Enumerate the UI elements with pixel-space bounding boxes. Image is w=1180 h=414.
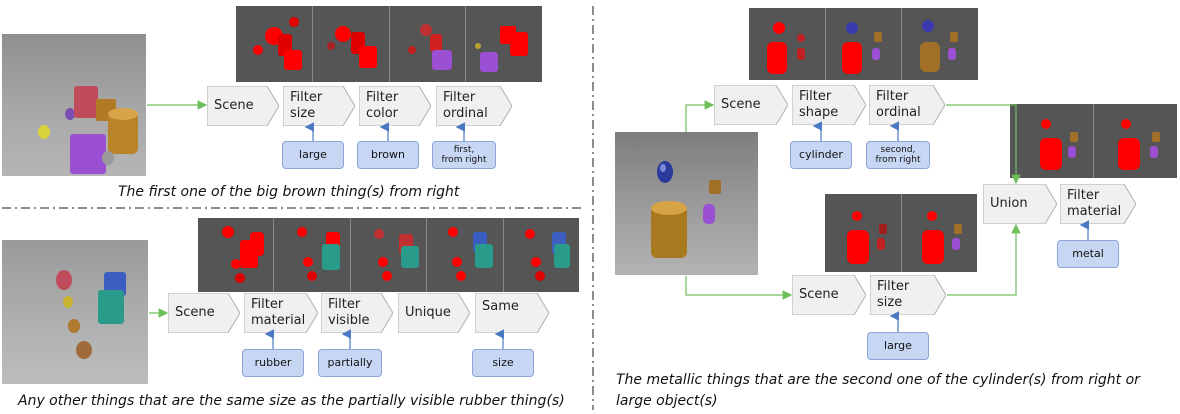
- attention-panel: [1094, 104, 1177, 178]
- top-branch-to-union-arrow: [946, 104, 1021, 185]
- module-label: Filter visible: [328, 297, 370, 328]
- attention-panel: [198, 218, 275, 292]
- module-filter-ordinal: Filter ordinal: [869, 85, 945, 125]
- scene-image-3: [615, 132, 758, 275]
- module-label: Scene: [175, 305, 215, 320]
- module-label: Filter size: [290, 90, 323, 121]
- arg-large: large: [867, 332, 929, 360]
- scene-objects-3: [651, 161, 721, 258]
- arg-cylinder: cylinder: [790, 141, 852, 169]
- module-filter-material: Filter material: [1060, 184, 1136, 224]
- attention-strip-2: [198, 218, 579, 292]
- module-label: Scene: [721, 97, 761, 112]
- module-scene: Scene: [714, 85, 788, 125]
- module-filter-size: Filter size: [283, 86, 355, 126]
- scene-to-top-branch-arrow: [685, 100, 715, 132]
- module-scene: Scene: [792, 275, 866, 315]
- module-unique: Unique: [398, 293, 470, 333]
- attention-strip-3c: [825, 194, 977, 272]
- arg-second-from-right: second, from right: [866, 141, 930, 169]
- scene-objects-1: [38, 86, 138, 174]
- module-label: Filter ordinal: [443, 90, 488, 121]
- arg-partially: partially: [318, 349, 382, 377]
- module-label: Unique: [405, 305, 451, 320]
- scene-image-1: [2, 34, 146, 176]
- module-label: Filter material: [251, 297, 306, 328]
- arg-rubber: rubber: [242, 349, 304, 377]
- module-filter-shape: Filter shape: [792, 85, 866, 125]
- attention-panel: [274, 218, 351, 292]
- module-union: Union: [983, 184, 1057, 224]
- scene-objects-2: [56, 270, 126, 359]
- attention-panel: [351, 218, 428, 292]
- scene-to-bottom-branch-arrow: [685, 276, 793, 300]
- module-same: Same: [475, 293, 549, 333]
- module-filter-color: Filter color: [359, 86, 431, 126]
- caption-1: The first one of the big brown thing(s) …: [118, 184, 460, 200]
- attention-panel: [902, 194, 978, 272]
- caption-2: Any other things that are the same size …: [18, 393, 565, 409]
- caption-3-line1: The metallic things that are the second …: [616, 372, 1140, 388]
- attention-panel: [902, 8, 978, 80]
- attention-strip-3b: [1010, 104, 1177, 178]
- arg-large: large: [282, 141, 344, 169]
- attention-panel: [749, 8, 826, 80]
- module-label: Filter ordinal: [876, 89, 921, 120]
- module-label: Filter material: [1067, 188, 1122, 219]
- attention-panel: [390, 6, 467, 82]
- module-label: Union: [990, 196, 1028, 211]
- caption-3-line2: large object(s): [616, 393, 718, 409]
- attention-panel: [236, 6, 313, 82]
- arg-metal: metal: [1057, 240, 1119, 268]
- module-label: Filter size: [877, 279, 910, 310]
- attention-panel: [427, 218, 504, 292]
- module-scene: Scene: [207, 86, 279, 126]
- module-scene: Scene: [168, 293, 240, 333]
- module-label: Scene: [214, 98, 254, 113]
- module-filter-material: Filter material: [244, 293, 318, 333]
- attention-panel: [504, 218, 579, 292]
- arg-brown: brown: [357, 141, 419, 169]
- attention-panel: [825, 194, 902, 272]
- module-label: Same: [482, 299, 519, 314]
- module-filter-ordinal: Filter ordinal: [436, 86, 512, 126]
- attention-panel: [826, 8, 903, 80]
- scene-image-2: [2, 240, 148, 384]
- module-label: Filter shape: [799, 89, 839, 120]
- attention-strip-3a: [749, 8, 978, 80]
- module-filter-visible: Filter visible: [321, 293, 393, 333]
- arg-size: size: [472, 349, 534, 377]
- module-label: Filter color: [366, 90, 399, 121]
- attention-strip-1: [236, 6, 542, 82]
- attention-panel: [466, 6, 542, 82]
- module-label: Scene: [799, 287, 839, 302]
- arg-first-from-right: first, from right: [432, 141, 496, 169]
- attention-panel: [1010, 104, 1094, 178]
- attention-panel: [313, 6, 390, 82]
- module-filter-size: Filter size: [870, 275, 946, 315]
